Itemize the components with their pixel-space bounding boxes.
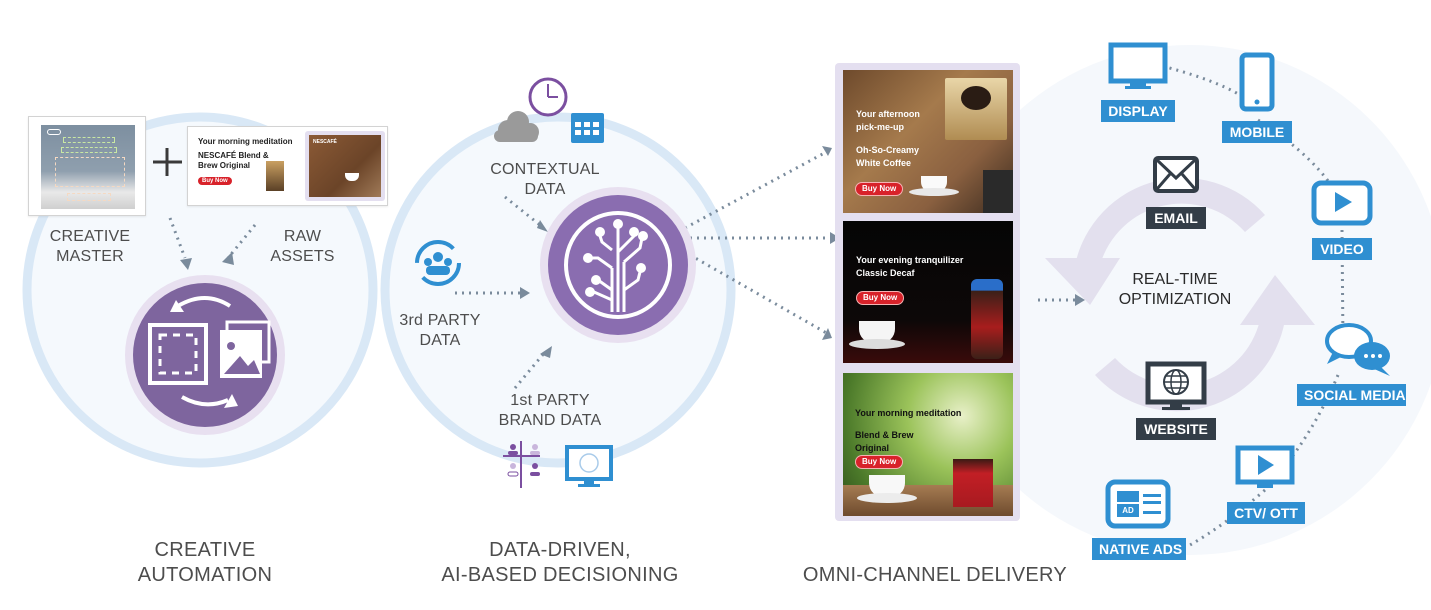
- contextual-data-label: CONTEXTUAL DATA: [490, 161, 600, 198]
- creative-master-card: [28, 116, 146, 216]
- raw-assets-card: Your morning meditation NESCAFÉ Blend & …: [187, 126, 388, 206]
- native-ad-icon-text: AD: [1122, 506, 1134, 515]
- first-party-data-label: 1st PARTY BRAND DATA: [498, 392, 602, 429]
- section-title-decisioning: DATA-DRIVEN, AI-BASED DECISIONING: [441, 539, 679, 586]
- raw-asset-product-line2: Brew Original: [198, 161, 251, 170]
- display-icon: [1108, 42, 1168, 89]
- raw-asset-product-line1: NESCAFÉ Blend &: [198, 151, 269, 160]
- channel-email: EMAIL: [1146, 207, 1206, 229]
- calendar-icon: [571, 113, 604, 143]
- mobile-icon: [1239, 52, 1275, 112]
- rotate-arrows-icon: [176, 296, 232, 407]
- creative-master-label: CREATIVE MASTER: [49, 228, 131, 265]
- email-icon: [1153, 156, 1199, 193]
- segments-icon: [503, 441, 540, 488]
- plus-icon: [153, 148, 182, 176]
- channel-social-media: SOCIAL MEDIA: [1297, 384, 1406, 406]
- buy-now-button[interactable]: Buy Now: [856, 291, 905, 305]
- omni-channel-circle: [935, 45, 1431, 555]
- web-monitor-icon: [565, 445, 613, 487]
- refresh-icon: [1045, 177, 1315, 412]
- section-title-creative-automation: CREATIVE AUTOMATION: [137, 539, 273, 586]
- chat-icon: [1325, 323, 1390, 376]
- ad-variant-evening: Your evening tranquilizer Classic Decaf …: [843, 221, 1013, 363]
- cloud-icon: [494, 111, 539, 142]
- video-icon: [1311, 180, 1373, 226]
- dotted-arrows: [168, 53, 1345, 547]
- channel-native-ads: NATIVE ADS: [1092, 538, 1186, 560]
- buy-now-button[interactable]: Buy Now: [855, 182, 904, 196]
- section-title-omni-channel: OMNI-CHANNEL DELIVERY: [802, 564, 1068, 586]
- ad-variant-morning: Your morning meditation Blend & Brew Ori…: [843, 373, 1013, 516]
- native-ad-icon: [1105, 479, 1171, 529]
- channel-video: VIDEO: [1312, 238, 1372, 260]
- raw-asset-product-pack: [266, 161, 284, 191]
- raw-assets-label: RAW ASSETS: [270, 228, 335, 265]
- image-stack-icon: [220, 320, 271, 378]
- clock-icon: [528, 77, 568, 117]
- resize-frame-icon: [148, 323, 208, 385]
- ctv-icon: [1235, 445, 1295, 488]
- raw-asset-headline: Your morning meditation: [198, 137, 293, 146]
- raw-asset-cta: Buy Now: [198, 177, 232, 185]
- raw-asset-photo: NESCAFÉ: [305, 131, 385, 201]
- channel-mobile: MOBILE: [1222, 121, 1292, 143]
- real-time-optimization-label: REAL-TIME OPTIMIZATION: [1118, 271, 1232, 308]
- ad-variant-afternoon: Your afternoon pick-me-up Oh-So-Creamy W…: [843, 70, 1013, 213]
- channel-ctv-ott: CTV/ OTT: [1227, 502, 1305, 524]
- audience-sync-icon: [415, 240, 461, 286]
- third-party-data-label: 3rd PARTY DATA: [399, 312, 481, 349]
- website-icon: [1145, 361, 1207, 410]
- channel-website: WEBSITE: [1136, 418, 1216, 440]
- channel-display: DISPLAY: [1101, 100, 1175, 122]
- buy-now-button[interactable]: Buy Now: [855, 455, 904, 469]
